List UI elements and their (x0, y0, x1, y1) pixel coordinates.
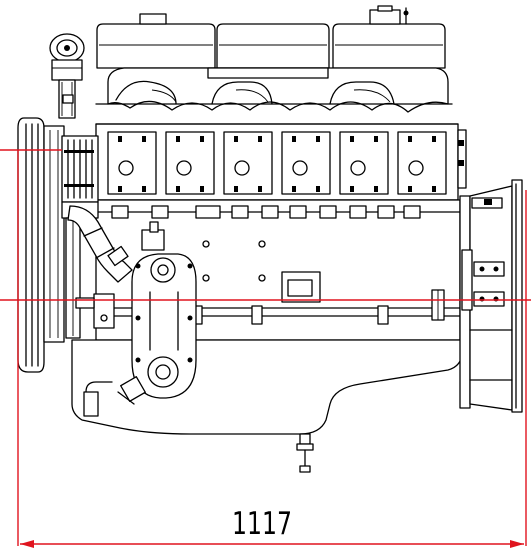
rocker-covers (96, 5, 446, 69)
air-breather (49, 33, 85, 119)
exhaust-manifold (95, 67, 453, 113)
oil-pan (71, 339, 463, 473)
dimension-arrow-right (510, 540, 524, 548)
crank-pulley (17, 117, 65, 373)
water-pipe (67, 205, 133, 283)
mount-bracket-front (75, 293, 115, 329)
port-1 (107, 131, 157, 195)
dimension-annotation: 1117 (0, 149, 531, 548)
dimension-arrow-left (20, 540, 34, 548)
port-6 (397, 131, 447, 195)
cylinder-head (95, 123, 467, 201)
port-4 (281, 131, 331, 195)
flywheel-housing (459, 179, 523, 413)
port-2 (165, 131, 215, 195)
port-3 (223, 131, 273, 195)
port-5 (339, 131, 389, 195)
overall-length-label: 1117 (232, 506, 292, 542)
head-bolt-row (111, 205, 421, 219)
oil-cooler-housing (117, 221, 197, 405)
